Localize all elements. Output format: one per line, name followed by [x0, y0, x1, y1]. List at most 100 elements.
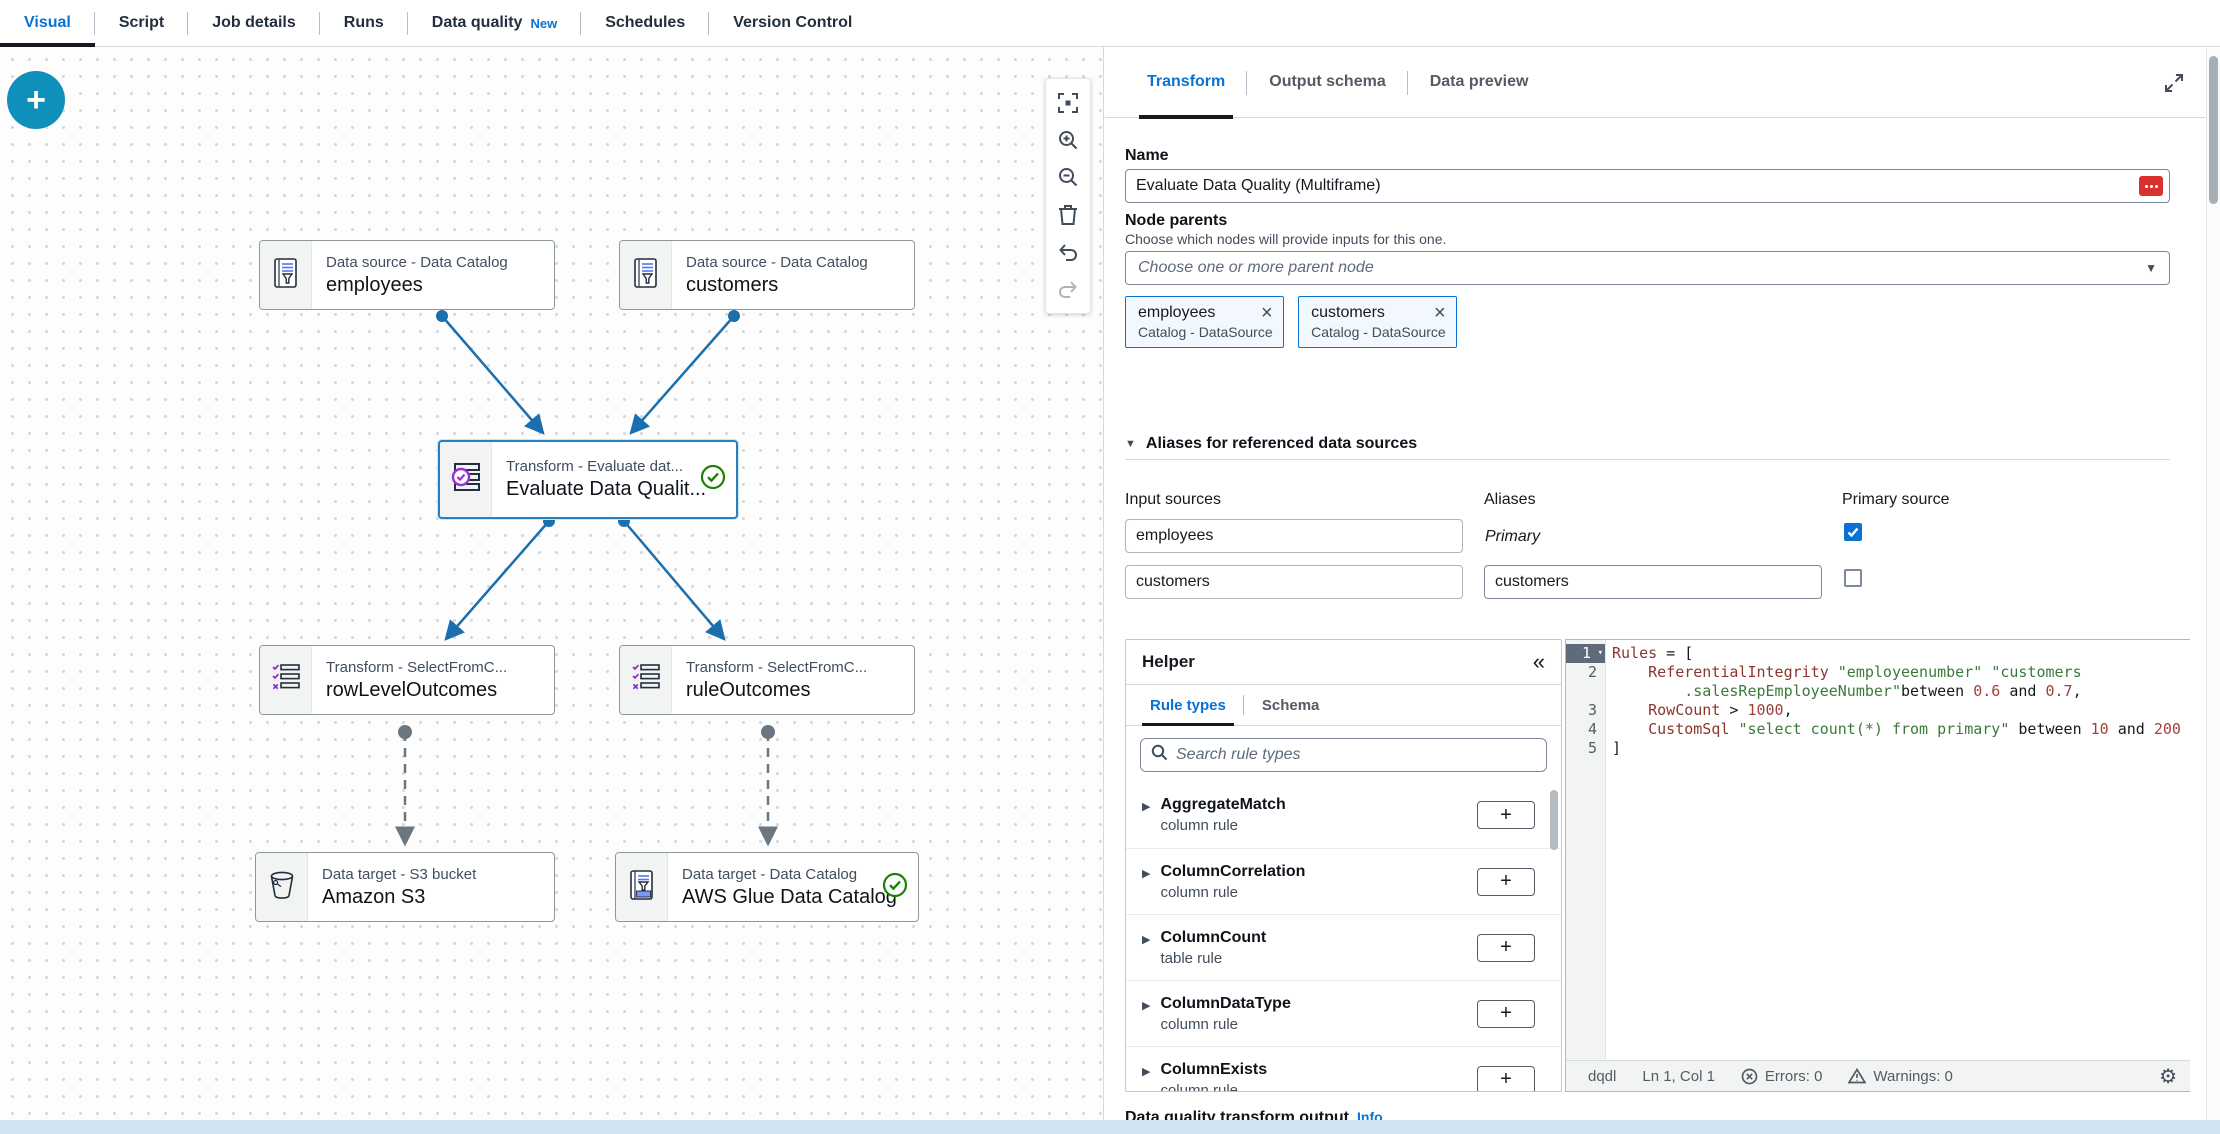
edges-layer — [395, 310, 778, 847]
panel-scroll-area[interactable]: Name Evaluate Data Quality (Multiframe) … — [1105, 119, 2190, 1120]
add-node-button[interactable]: + — [7, 71, 65, 129]
tab-version-control[interactable]: Version Control — [733, 14, 853, 31]
dq-output-title: Data quality transform output — [1125, 1109, 1350, 1120]
window-vertical-scrollbar[interactable] — [2206, 48, 2220, 1120]
collapse-helper-icon[interactable]: « — [1532, 649, 1545, 674]
tab-job-details[interactable]: Job details — [188, 0, 320, 46]
node-type-label: Transform - SelectFromC... — [326, 658, 508, 676]
search-icon — [1151, 744, 1168, 766]
node-name: Evaluate Data Qualit... — [506, 478, 707, 500]
alias-primary-text: Primary — [1485, 528, 1541, 545]
error-circle-icon — [1741, 1068, 1758, 1084]
select-from-collection-icon — [270, 663, 302, 698]
code-lines[interactable]: Rules = [ ReferentialIntegrity "employee… — [1612, 644, 2181, 757]
expand-panel-icon[interactable] — [2164, 73, 2184, 98]
remove-chip-icon[interactable]: × — [1260, 302, 1273, 324]
warning-triangle-icon — [1848, 1068, 1867, 1084]
parent-chips: employees× Catalog - DataSource customer… — [1125, 296, 1467, 348]
search-rule-types-input[interactable]: Search rule types — [1140, 738, 1547, 772]
tab-script[interactable]: Script — [95, 0, 189, 46]
select-from-collection-icon — [630, 663, 662, 698]
tab-output-schema[interactable]: Output schema — [1247, 47, 1408, 117]
add-rule-button[interactable]: + — [1477, 1065, 1535, 1091]
node-customers[interactable]: Data source - Data Catalog customers — [619, 240, 915, 310]
expand-rule-icon[interactable]: ▶ — [1142, 933, 1151, 946]
data-catalog-icon — [628, 869, 656, 906]
primary-source-checkbox-employees[interactable] — [1844, 523, 1862, 541]
node-amazon-s3[interactable]: Data target - S3 bucket Amazon S3 — [255, 852, 555, 922]
canvas-toolbar — [1045, 78, 1091, 314]
s3-bucket-icon — [267, 869, 297, 906]
alias-input-customers[interactable]: customers — [1484, 565, 1822, 599]
zoom-out-icon[interactable] — [1054, 163, 1082, 191]
success-check-icon — [700, 464, 726, 495]
window-horizontal-scrollbar[interactable] — [0, 1120, 2220, 1134]
data-quality-icon — [448, 461, 484, 498]
node-ruleoutcomes[interactable]: Transform - SelectFromC... ruleOutcomes — [619, 645, 915, 715]
new-badge: New — [530, 15, 558, 31]
chevron-down-icon: ▼ — [2145, 261, 2157, 275]
warnings-indicator: Warnings: 0 — [1848, 1068, 1953, 1085]
tab-transform[interactable]: Transform — [1125, 47, 1248, 119]
tab-rule-types[interactable]: Rule types — [1132, 685, 1244, 726]
node-parents-description: Choose which nodes will provide inputs f… — [1125, 231, 1447, 247]
triangle-down-icon: ▼ — [1125, 438, 1136, 450]
remove-chip-icon[interactable]: × — [1434, 302, 1446, 324]
node-name: AWS Glue Data Catalog — [682, 885, 897, 908]
undo-icon[interactable] — [1054, 238, 1082, 266]
chip-employees: employees× Catalog - DataSource — [1125, 296, 1284, 348]
zoom-in-icon[interactable] — [1054, 126, 1082, 154]
editor-status-bar: dqdl Ln 1, Col 1 Errors: 0 Warnings: 0 ⚙ — [1566, 1060, 2190, 1091]
node-name: employees — [326, 273, 423, 296]
node-evaluate-data-quality[interactable]: Transform - Evaluate dat... Evaluate Dat… — [438, 440, 738, 519]
input-source-employees[interactable]: employees — [1125, 519, 1463, 553]
node-employees[interactable]: Data source - Data Catalog employees — [259, 240, 555, 310]
node-rowleveloutcomes[interactable]: Transform - SelectFromC... rowLevelOutco… — [259, 645, 555, 715]
expand-rule-icon[interactable]: ▶ — [1142, 801, 1151, 813]
tab-schema[interactable]: Schema — [1261, 696, 1320, 714]
job-diagram-canvas[interactable]: + Data source - Data Catalog employees D… — [0, 47, 1104, 1120]
tab-runs[interactable]: Runs — [320, 0, 408, 46]
input-source-customers[interactable]: customers — [1125, 565, 1463, 599]
node-type-label: Transform - Evaluate dat... — [506, 458, 684, 475]
name-input[interactable]: Evaluate Data Quality (Multiframe) — [1125, 169, 2170, 203]
password-manager-icon[interactable] — [2139, 176, 2163, 196]
add-rule-button[interactable]: + — [1477, 999, 1535, 1028]
expand-rule-icon[interactable]: ▶ — [1142, 999, 1151, 1012]
success-check-icon — [882, 872, 908, 903]
expand-rule-icon[interactable]: ▶ — [1142, 867, 1151, 880]
parent-node-select[interactable]: Choose one or more parent node ▼ — [1125, 251, 2170, 285]
node-name: Amazon S3 — [322, 885, 426, 908]
node-type-label: Data source - Data Catalog — [326, 253, 508, 271]
expand-rule-icon[interactable]: ▶ — [1142, 1065, 1151, 1078]
tab-visual[interactable]: Visual — [0, 0, 95, 47]
rule-list-scrollbar[interactable] — [1550, 790, 1558, 850]
scrollbar-thumb[interactable] — [2209, 56, 2218, 204]
node-aws-glue-data-catalog[interactable]: Data target - Data Catalog AWS Glue Data… — [615, 852, 919, 922]
info-link[interactable]: Info — [1357, 1109, 1383, 1120]
tab-data-preview[interactable]: Data preview — [1429, 73, 1529, 90]
add-rule-button[interactable]: + — [1477, 801, 1535, 829]
column-header-primary-source: Primary source — [1842, 491, 1950, 508]
node-name: rowLevelOutcomes — [326, 678, 498, 701]
fit-to-screen-icon[interactable] — [1054, 89, 1082, 117]
tab-schedules[interactable]: Schedules — [581, 0, 710, 46]
primary-source-checkbox-customers[interactable] — [1844, 569, 1862, 587]
aliases-section-toggle[interactable]: ▼ Aliases for referenced data sources — [1125, 435, 1418, 452]
redo-icon[interactable] — [1054, 275, 1082, 303]
add-rule-button[interactable]: + — [1477, 933, 1535, 962]
node-type-label: Data source - Data Catalog — [686, 253, 868, 271]
delete-node-icon[interactable] — [1054, 201, 1082, 229]
add-rule-button[interactable]: + — [1477, 867, 1535, 896]
node-parents-label: Node parents — [1125, 212, 1228, 229]
plus-icon: + — [26, 80, 46, 119]
editor-language: dqdl — [1588, 1067, 1617, 1085]
editor-settings-gear-icon[interactable]: ⚙ — [2159, 1065, 2177, 1088]
